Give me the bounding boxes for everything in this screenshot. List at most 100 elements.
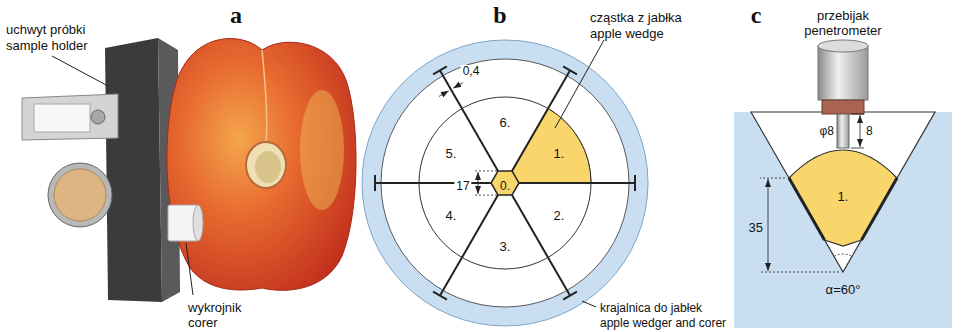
apple-highlight bbox=[300, 90, 344, 210]
dimension-line bbox=[453, 83, 463, 89]
panel-letter: a bbox=[230, 2, 242, 30]
extension-line bbox=[474, 170, 497, 171]
leader-line bbox=[186, 243, 193, 295]
blade-end bbox=[563, 292, 577, 300]
wedger-ring bbox=[362, 40, 648, 326]
v-groove bbox=[751, 112, 935, 272]
part-label-holder: apple wedge bbox=[590, 24, 664, 42]
part-label: corer bbox=[188, 316, 218, 331]
blade-end bbox=[433, 292, 447, 300]
dimension-label: 8 bbox=[866, 125, 873, 139]
panel-letter-holder: c bbox=[751, 2, 762, 30]
blade-end bbox=[433, 66, 447, 74]
extension-line bbox=[474, 195, 497, 196]
apple-seam bbox=[262, 50, 267, 142]
callout-number-holder: 5. bbox=[446, 144, 457, 162]
dimension-label-holder: 35 bbox=[749, 218, 763, 236]
dimension-line bbox=[860, 115, 861, 147]
part-label-holder: apple wedger and corer bbox=[600, 313, 726, 331]
core-hexagon bbox=[491, 171, 519, 195]
sample-ring bbox=[48, 163, 112, 227]
dimension-label: α=60° bbox=[826, 283, 861, 298]
blade bbox=[375, 182, 491, 184]
dimension-label-holder: 17 bbox=[454, 176, 471, 194]
holder-face bbox=[105, 38, 162, 302]
blade-end bbox=[634, 175, 636, 191]
blade bbox=[512, 195, 570, 296]
callout-number: 3. bbox=[500, 240, 511, 255]
core-hole bbox=[246, 142, 286, 188]
corer-end bbox=[193, 205, 203, 241]
dimension-label: 0,4 bbox=[461, 65, 482, 79]
part-label: apple wedge bbox=[590, 27, 664, 42]
dimension-label: 17 bbox=[454, 180, 471, 194]
leader-line bbox=[52, 56, 108, 86]
core-hole-inner bbox=[255, 151, 281, 183]
callout-number: 4. bbox=[446, 209, 457, 224]
dimension-line bbox=[768, 179, 769, 271]
callout-number: 6. bbox=[500, 116, 511, 131]
panel-letter-holder: a bbox=[230, 2, 242, 30]
wedge-skin bbox=[862, 178, 898, 240]
dimension-label-holder: α=60° bbox=[826, 280, 861, 298]
part-label-holder: penetrometer bbox=[804, 21, 881, 39]
wedger-drawing bbox=[362, 40, 648, 326]
dimension-label-holder: φ8 bbox=[820, 121, 834, 139]
v-block bbox=[734, 112, 952, 328]
holder-clip bbox=[22, 94, 118, 140]
callout-number-holder: 0. bbox=[500, 176, 510, 194]
blade bbox=[440, 70, 498, 170]
callout-number: 0. bbox=[500, 180, 510, 194]
panel-letter-holder: b bbox=[493, 2, 506, 30]
blades bbox=[375, 66, 635, 299]
apple-wedge bbox=[512, 109, 591, 184]
wedge-skin bbox=[789, 178, 825, 240]
extension-line bbox=[760, 178, 785, 179]
penetrometer-collar bbox=[822, 100, 864, 114]
blade bbox=[512, 70, 570, 170]
leader-line bbox=[582, 301, 596, 307]
extension-line bbox=[760, 272, 839, 273]
part-label-holder: cząstka z jabłka bbox=[590, 8, 682, 26]
blade bbox=[519, 182, 635, 184]
callout-number-holder: 4. bbox=[446, 206, 457, 224]
angle-arc bbox=[834, 254, 852, 256]
callout-number: 2. bbox=[554, 209, 565, 224]
callout-number-holder: 2. bbox=[554, 206, 565, 224]
leader-line bbox=[555, 40, 604, 128]
blade-end bbox=[563, 66, 577, 74]
panel-letter: c bbox=[751, 2, 762, 30]
apple-wedge bbox=[789, 150, 897, 246]
part-label: cząstka z jabłka bbox=[590, 11, 682, 26]
dimension-label-holder: 0,4 bbox=[461, 61, 482, 79]
callout-number-holder: 3. bbox=[500, 237, 511, 255]
callout-number: 1. bbox=[838, 190, 849, 205]
blade bbox=[440, 195, 498, 296]
part-label: krajalnica do jabłek bbox=[600, 302, 702, 316]
part-label: wykrojnik bbox=[188, 301, 241, 316]
callout-number: 5. bbox=[446, 147, 457, 162]
dimension-label: φ8 bbox=[820, 125, 834, 139]
dimension-line bbox=[478, 172, 479, 194]
clip-paper bbox=[34, 104, 90, 132]
part-label: sample holder bbox=[6, 39, 88, 54]
apple-sample bbox=[54, 169, 106, 221]
photo-panel bbox=[22, 38, 356, 302]
callout-number-holder: 6. bbox=[500, 113, 511, 131]
callout-number: 1. bbox=[554, 147, 565, 162]
callout-number-holder: 1. bbox=[554, 144, 565, 162]
part-label-holder: uchwyt próbki bbox=[6, 20, 85, 38]
apple bbox=[167, 39, 356, 291]
penetrometer-top bbox=[818, 40, 868, 52]
part-label-holder: wykrojnik bbox=[188, 298, 241, 316]
clip-screw bbox=[91, 110, 105, 124]
penetrometer-tip bbox=[837, 114, 849, 148]
part-label-holder: krajalnica do jabłek bbox=[600, 298, 702, 316]
part-label-holder: corer bbox=[188, 313, 218, 331]
part-label-holder: przebijak bbox=[817, 6, 869, 24]
dimension-line bbox=[439, 91, 449, 97]
part-label: penetrometer bbox=[804, 24, 881, 39]
part-label: apple wedger and corer bbox=[600, 317, 726, 331]
